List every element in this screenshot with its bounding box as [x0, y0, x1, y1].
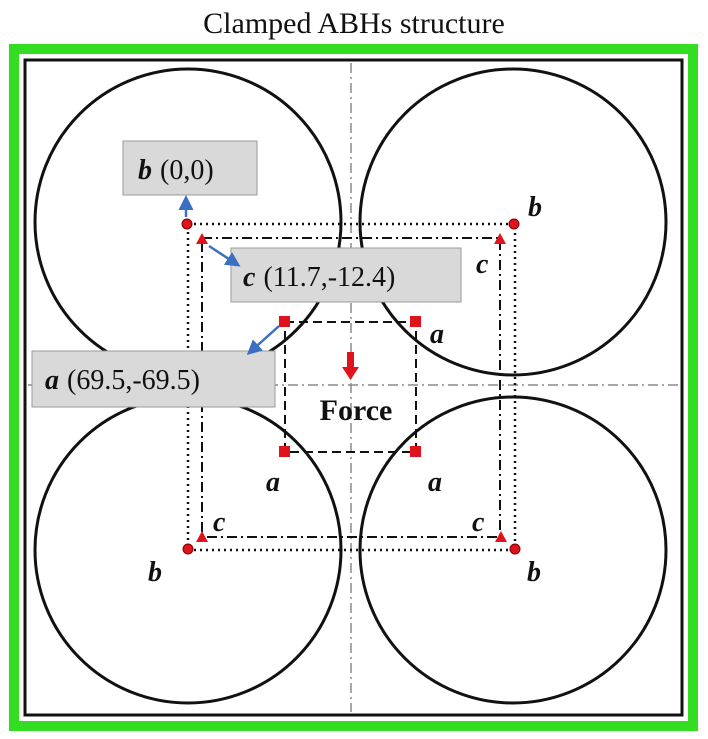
svg-text:c(11.7,-12.4): c(11.7,-12.4): [243, 262, 395, 293]
inner-black-frame: [23, 58, 684, 717]
label-a-bottom-right: a: [428, 467, 442, 498]
c-marker-icon: [196, 233, 208, 244]
label-b-bottom-right: b: [527, 557, 541, 588]
a-marker-icon: [279, 316, 290, 327]
label-c-top-right: c: [476, 249, 489, 280]
b-marker-icon: [181, 218, 193, 230]
c-marker-icon: [494, 233, 506, 244]
callout-c: c(11.7,-12.4): [230, 247, 462, 303]
callout-b: b (0,0): [122, 140, 258, 196]
callout-b-coords: (0,0): [160, 155, 214, 186]
b-marker-icon: [182, 543, 194, 555]
svg-text:b(0,0): b (0,0): [138, 155, 214, 186]
a-marker-icon: [410, 316, 421, 327]
label-a-bottom-left: a: [266, 467, 280, 498]
pointer-arrow-c: [208, 244, 241, 267]
callout-c-letter: c: [243, 262, 256, 293]
b-marker-icon: [508, 218, 520, 230]
b-path-rectangle: [186, 222, 517, 552]
label-a-top-right: a: [430, 319, 444, 350]
outer-green-frame: [9, 44, 698, 731]
label-c-bottom-left: c: [213, 507, 226, 538]
callout-a-coords: (69.5,-69.5): [67, 365, 200, 396]
callout-c-coords: (11.7,-12.4): [263, 262, 395, 293]
callout-a-letter: a: [45, 365, 59, 396]
label-c-bottom-right: c: [472, 507, 485, 538]
a-marker-icon: [410, 446, 421, 457]
b-marker-icon: [509, 543, 521, 555]
a-path-rectangle: [284, 321, 417, 453]
c-marker-icon: [196, 531, 208, 542]
callout-a: a (69.5,-69.5): [31, 350, 276, 408]
abh-circle-bottom-right: [358, 395, 668, 705]
abh-circle-top-right: [358, 67, 668, 377]
pointer-arrow-a: [246, 325, 280, 356]
label-b-bottom-left: b: [148, 557, 162, 588]
c-marker-icon: [495, 531, 507, 542]
a-marker-icon: [279, 446, 290, 457]
label-b-top-right: b: [528, 192, 542, 223]
force-label: Force: [320, 394, 393, 427]
callout-b-letter: b: [138, 155, 152, 186]
force-arrow-icon: [342, 352, 359, 380]
svg-text:a(69.5,-69.5): a (69.5,-69.5): [45, 365, 200, 396]
page-title: Clamped ABHs structure: [203, 7, 505, 40]
